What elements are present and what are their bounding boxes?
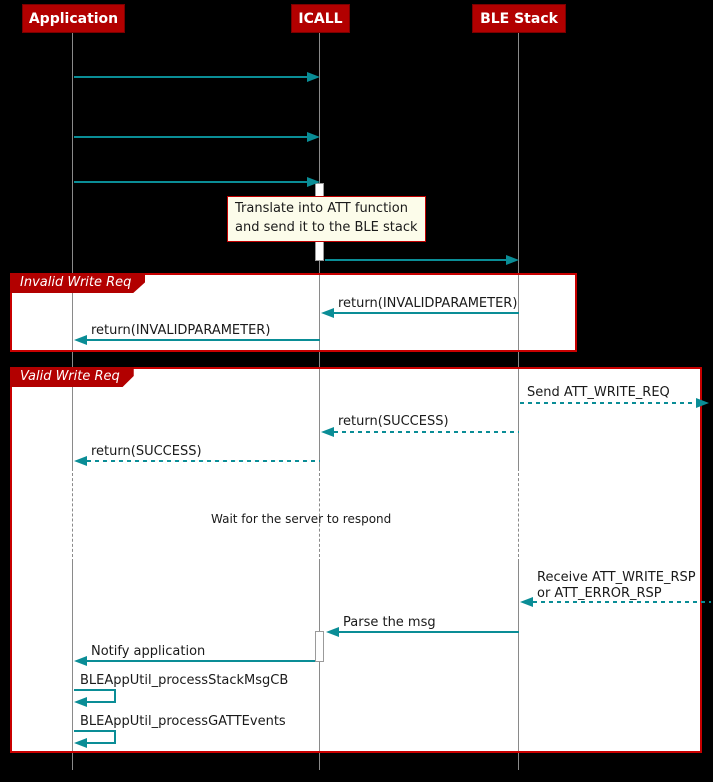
arrowhead-app-to-icall-2 [307,132,320,142]
label-parse-msg: Parse the msg [343,615,436,630]
arrowhead-return-invalid-2 [74,335,87,345]
group-invalid-title-tab: Invalid Write Req [10,273,146,293]
participant-icall: ICALL [291,4,350,33]
arrowhead-return-success-1 [321,427,334,437]
arrowhead-app-to-icall-1 [307,72,320,82]
lifeline-application [72,33,73,468]
participant-ble-stack: BLE Stack [472,4,566,33]
arrow-icall-to-ble [325,259,506,261]
lifeline-icall-delay [319,468,320,562]
arrowhead-send-write-req [696,398,709,408]
arrow-app-to-icall-1 [74,76,308,78]
group-valid-title: Valid Write Req [20,369,120,384]
arrow-receive-rsp [533,601,711,603]
arrowhead-return-invalid-1 [321,308,334,318]
arrowhead-app-to-icall-3 [307,177,320,187]
participant-application: Application [22,4,125,33]
lifeline-icall-bottom [319,562,320,770]
note-line-1: Translate into ATT function [235,201,408,216]
lifeline-ble-stack-delay [518,468,519,562]
group-invalid-write-req [10,273,577,352]
arrowhead-notify-application [74,656,87,666]
lifeline-ble-stack [518,33,519,468]
lifeline-ble-stack-bottom [518,562,519,770]
arrow-app-to-icall-3 [74,181,308,183]
label-self-gatt-events: BLEAppUtil_processGATTEvents [80,714,286,729]
group-valid-write-req [10,367,702,753]
label-receive-line-2: or ATT_ERROR_RSP [537,586,662,601]
group-invalid-title: Invalid Write Req [20,275,132,290]
group-valid-title-tab: Valid Write Req [10,367,134,387]
label-return-invalid-1: return(INVALIDPARAMETER) [338,296,518,311]
participant-icall-label: ICALL [298,10,343,27]
arrow-parse-msg [339,631,519,633]
label-receive-line-1: Receive ATT_WRITE_RSP [537,570,696,585]
note-translate-att: Translate into ATT function and send it … [227,196,426,242]
arrow-return-success-1 [334,431,519,433]
label-delay-wait: Wait for the server to respond [211,512,392,526]
selfcall-arrow-gatt-events [74,730,116,748]
arrow-send-write-req [520,402,696,404]
arrowhead-return-success-2 [74,456,87,466]
label-return-success-2: return(SUCCESS) [91,444,202,459]
arrow-app-to-icall-2 [74,136,308,138]
arrow-return-success-2 [87,460,320,462]
label-send-write-req: Send ATT_WRITE_REQ [527,385,670,400]
activation-icall-parse [315,631,324,662]
label-return-success-1: return(SUCCESS) [338,414,449,429]
label-notify-application: Notify application [91,644,206,659]
participant-application-label: Application [28,10,119,27]
arrow-notify-application [87,660,315,662]
lifeline-application-bottom [72,562,73,770]
arrowhead-parse-msg [326,627,339,637]
arrowhead-receive-rsp [520,597,533,607]
arrowhead-icall-to-ble [506,255,519,265]
selfcall-arrow-stack-msg-cb [74,689,116,707]
label-self-stack-msg-cb: BLEAppUtil_processStackMsgCB [80,673,289,688]
lifeline-application-delay [72,468,73,562]
arrow-return-invalid-1 [334,312,519,314]
note-line-2: and send it to the BLE stack [235,219,418,235]
label-return-invalid-2: return(INVALIDPARAMETER) [91,323,271,338]
participant-ble-stack-label: BLE Stack [480,10,558,27]
arrow-return-invalid-2 [87,339,320,341]
